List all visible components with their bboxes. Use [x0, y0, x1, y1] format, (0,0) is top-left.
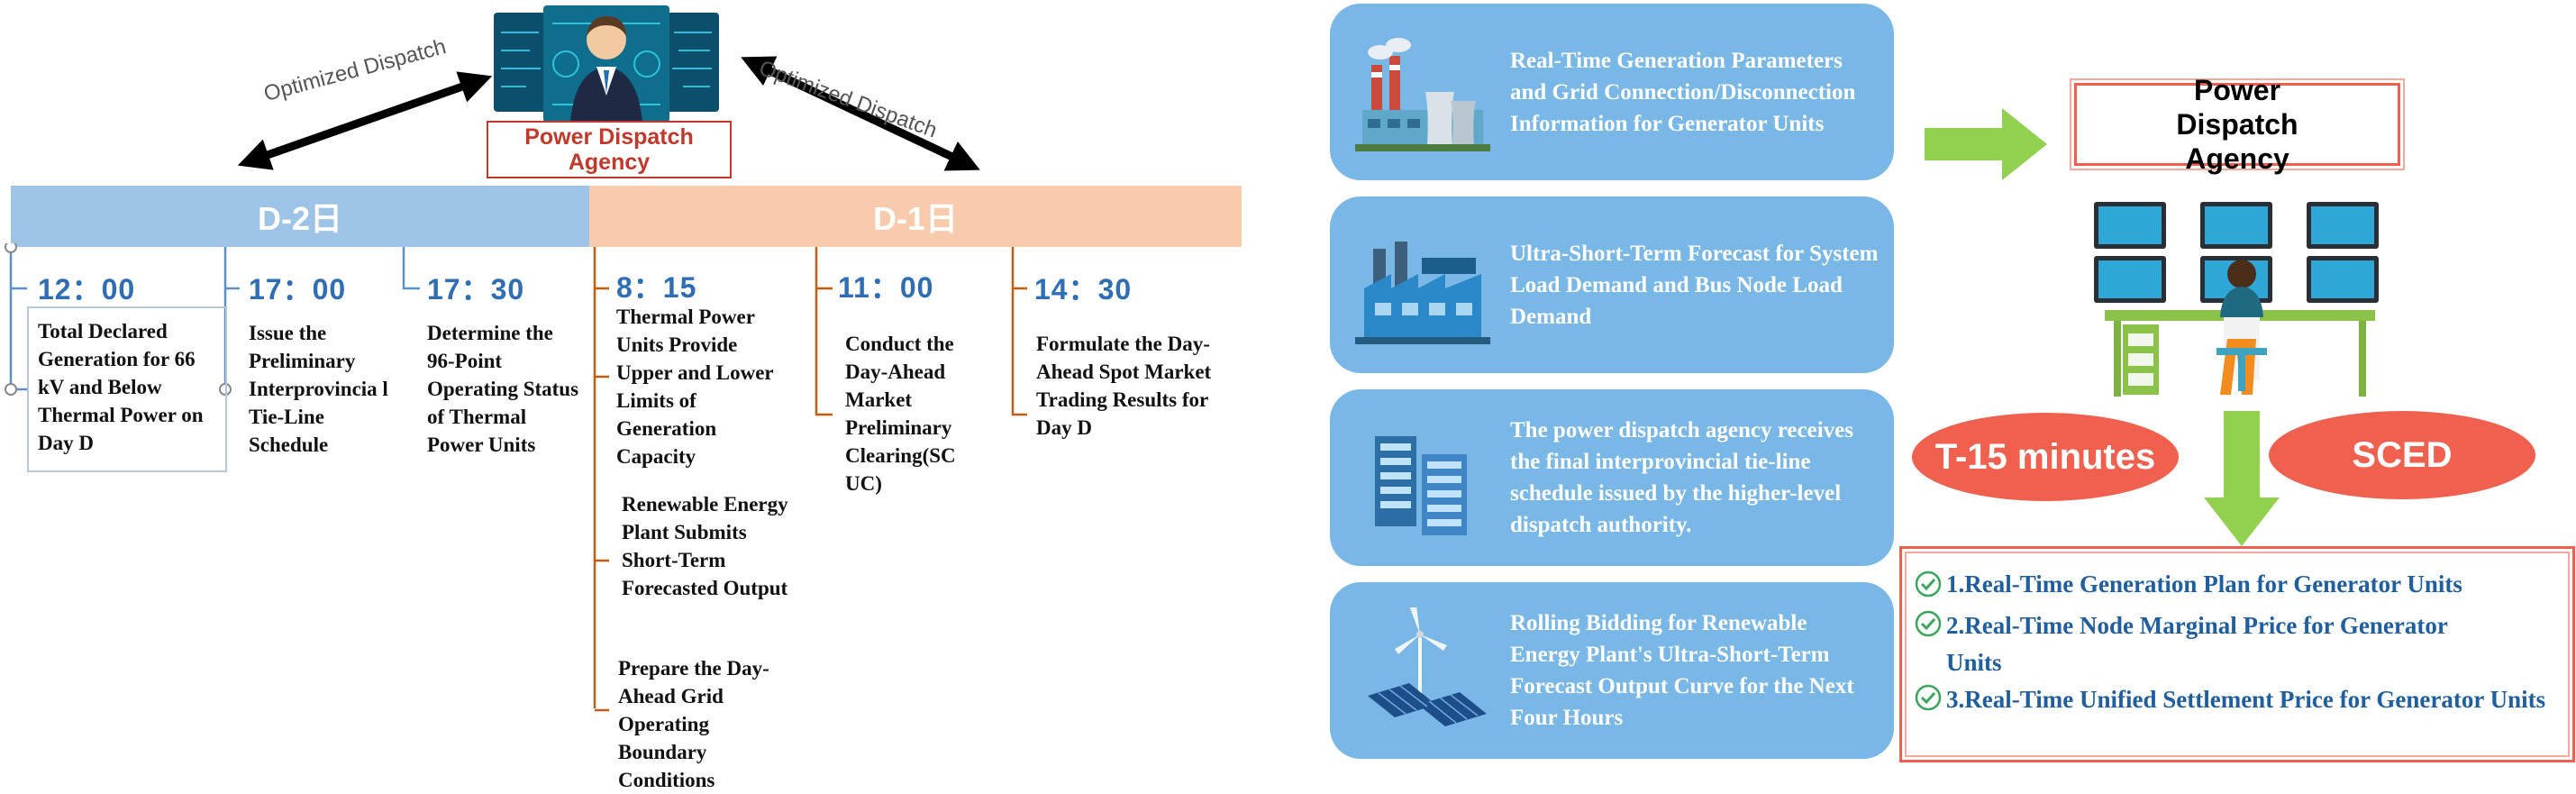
input-card-text-tie-line: The power dispatch agency receives the f…: [1510, 418, 1853, 537]
event-desc-1100: Conduct the Day-Ahead Market Preliminary…: [845, 333, 956, 495]
server-icon: [1375, 436, 1467, 535]
result-item-2: 2.Real-Time Node Marginal Price for Gene…: [1946, 612, 2448, 676]
optimized-dispatch-arrows: [237, 56, 980, 171]
event-desc-1700: Issue the Preliminary Interprovincia l T…: [249, 322, 388, 456]
event-box-1200: Total Declared Generation for 66 kV and …: [27, 306, 227, 472]
event-desc-1730: Determine the 96-Point Operating Status …: [427, 322, 579, 456]
input-card-tie-line: The power dispatch agency receives the f…: [1330, 389, 1894, 566]
event-desc-1200: Total Declared Generation for 66 kV and …: [38, 320, 204, 454]
d1-label: D-1日: [872, 200, 958, 237]
event-desc-0815: Thermal Power Units Provide Upper and Lo…: [616, 306, 774, 468]
input-card-text-rolling-bidding: Rolling Bidding for Renewable Energy Pla…: [1510, 611, 1854, 730]
event-time-1700: 17：00: [249, 273, 347, 306]
event-desc-renewable: Renewable Energy Plant Submits Short-Ter…: [622, 493, 788, 599]
green-arrow-down-icon: [2204, 411, 2280, 546]
green-arrow-right-icon: [1925, 108, 2047, 180]
input-card-text-generation-params: Real-Time Generation Parameters and Grid…: [1510, 48, 1856, 136]
t15-badge: T-15 minutes: [1912, 413, 2179, 501]
dispatch-agency-label: Power Dispatch Agency: [2176, 74, 2298, 175]
check-icon-2: [1915, 610, 1942, 637]
event-time-1100: 11：00: [838, 271, 934, 304]
result-item-1: 1.Real-Time Generation Plan for Generato…: [1946, 570, 2462, 598]
right-double-arrow: [741, 56, 980, 171]
sced-badge: SCED: [2269, 411, 2535, 499]
check-icon-3: [1915, 684, 1942, 711]
event-desc-1430: Formulate the Day-Ahead Spot Market Trad…: [1036, 333, 1212, 439]
event-time-1200: 12：00: [38, 273, 136, 306]
agency-label: Power Dispatch Agency: [524, 124, 694, 175]
dispatcher-icon: [494, 5, 719, 123]
input-card-load-forecast: Ultra-Short-Term Forecast for System Loa…: [1330, 196, 1894, 373]
power-plant-icon: [1355, 38, 1490, 151]
agency-box: Power Dispatch Agency: [487, 121, 732, 178]
event-time-1430: 14：30: [1034, 273, 1133, 306]
result-item-3: 3.Real-Time Unified Settlement Price for…: [1946, 686, 2546, 713]
d1-band: D-1日: [589, 186, 1242, 247]
dispatch-agency-box: Power Dispatch Agency: [2074, 74, 2400, 175]
factory-icon: [1355, 242, 1490, 344]
input-card-rolling-bidding: Rolling Bidding for Renewable Energy Pla…: [1330, 582, 1894, 759]
renewable-icon: [1368, 607, 1487, 726]
event-desc-boundary: Prepare the Day-Ahead Grid Operating Bou…: [618, 657, 769, 791]
d2-band: D-2日: [11, 186, 589, 247]
input-card-text-load-forecast: Ultra-Short-Term Forecast for System Loa…: [1510, 241, 1879, 329]
input-card-generation-params: Real-Time Generation Parameters and Grid…: [1330, 4, 1894, 180]
left-double-arrow: [237, 71, 493, 170]
check-icon-1: [1915, 570, 1942, 598]
event-time-0815: 8：15: [616, 271, 697, 304]
results-box: [1899, 546, 2575, 762]
d2-label: D-2日: [257, 200, 342, 237]
dispatcher-workstation-icon: [2094, 202, 2379, 397]
event-time-1730: 17：30: [427, 273, 525, 306]
